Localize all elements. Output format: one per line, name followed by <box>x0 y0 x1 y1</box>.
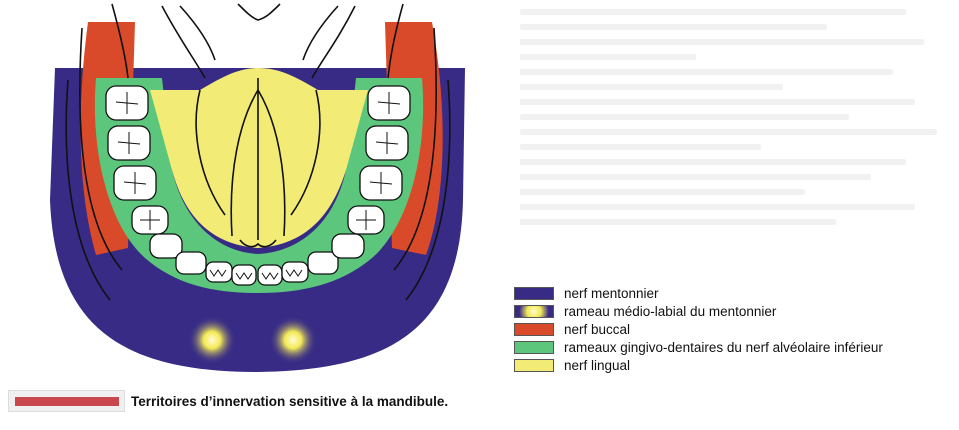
background-text-lines <box>520 0 959 290</box>
legend-swatch <box>514 322 554 336</box>
legend-label: nerf mentonnier <box>564 285 659 301</box>
figure-caption: Territoires d’innervation sensitive à la… <box>8 390 448 412</box>
medio-labial-spot-left <box>188 316 236 364</box>
legend-swatch <box>514 340 554 354</box>
line-art <box>65 3 451 301</box>
legend-item: rameaux gingivo-dentaires du nerf alvéol… <box>514 338 954 356</box>
legend: nerf mentonnier rameau médio-labial du m… <box>514 284 954 374</box>
legend-label: nerf lingual <box>564 357 631 373</box>
caption-text: Territoires d’innervation sensitive à la… <box>131 393 449 409</box>
legend-swatch <box>514 304 554 318</box>
legend-item: nerf buccal <box>514 320 954 338</box>
legend-label: rameau médio-labial du mentonnier <box>564 303 777 319</box>
legend-label: nerf buccal <box>564 321 631 337</box>
legend-item: rameau médio-labial du mentonnier <box>514 302 954 320</box>
medio-labial-spot-right <box>269 316 317 364</box>
caption-marker <box>8 390 125 412</box>
tooth-grooves <box>115 92 401 280</box>
lingual-territory <box>150 68 368 248</box>
legend-item: nerf mentonnier <box>514 284 954 302</box>
legend-label: rameaux gingivo-dentaires du nerf alvéol… <box>564 339 883 355</box>
legend-swatch <box>514 286 554 300</box>
legend-item: nerf lingual <box>514 356 954 374</box>
legend-swatch <box>514 358 554 372</box>
